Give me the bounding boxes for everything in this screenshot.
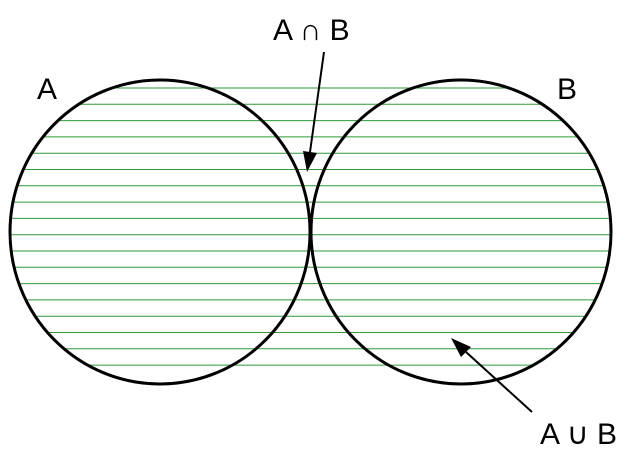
intersection-hatch-line (418, 80, 638, 400)
intersection-hatch-line (482, 80, 638, 400)
intersection-hatch-line (402, 80, 638, 400)
intersection-label: A ∩ B (273, 14, 350, 47)
intersection-hatch-line (626, 80, 638, 400)
intersection-hatch-line (66, 80, 386, 400)
union-label: A ∪ B (540, 418, 617, 450)
intersection-hatch-line (146, 80, 466, 400)
intersection-hatch-line (514, 80, 638, 400)
intersection-hatch-line (50, 80, 370, 400)
intersection-hatch-line (338, 80, 638, 400)
set-a-label: A (37, 73, 57, 106)
intersection-hatch-line (274, 80, 594, 400)
intersection-region-hatch (0, 80, 638, 400)
intersection-hatch-line (242, 80, 562, 400)
intersection-hatch-line (258, 80, 578, 400)
intersection-hatch-line (178, 80, 498, 400)
intersection-hatch-line (370, 80, 638, 400)
intersection-hatch-line (562, 80, 638, 400)
intersection-hatch-line (386, 80, 638, 400)
intersection-hatch-line (82, 80, 402, 400)
intersection-hatch-line (594, 80, 638, 400)
intersection-hatch-line (578, 80, 638, 400)
intersection-hatch-line (0, 80, 290, 400)
set-b-circle (309, 78, 613, 386)
intersection-hatch-line (290, 80, 610, 400)
intersection-hatch-line (130, 80, 450, 400)
intersection-arrow (303, 51, 325, 172)
union-arrow (451, 338, 533, 413)
intersection-hatch-line (114, 80, 434, 400)
intersection-hatch-line (162, 80, 482, 400)
intersection-hatch-line (498, 80, 638, 400)
union-region-hatch (10, 87, 611, 366)
intersection-hatch-line (0, 80, 306, 400)
intersection-hatch-line (34, 80, 354, 400)
intersection-hatch-line (530, 80, 638, 400)
set-a-circle (8, 78, 312, 386)
intersection-hatch-line (226, 80, 546, 400)
intersection-hatch-line (610, 80, 638, 400)
set-b-label: B (557, 73, 577, 106)
intersection-hatch-line (546, 80, 638, 400)
intersection-hatch-line (354, 80, 638, 400)
